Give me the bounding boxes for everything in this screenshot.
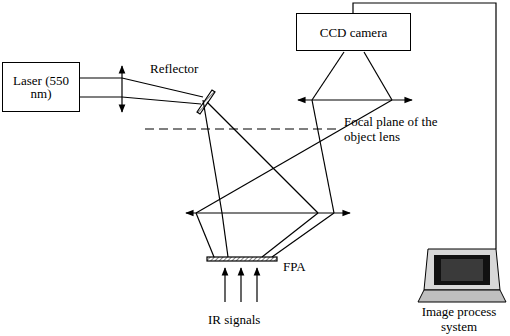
part-label: Reflector — [150, 61, 220, 76]
box-label: CCD camera — [302, 26, 405, 39]
relay-lens — [298, 99, 412, 100]
light-ray — [312, 100, 334, 213]
light-ray — [196, 213, 214, 257]
beam-lens — [121, 66, 122, 112]
light-ray — [207, 102, 318, 213]
light-ray — [272, 213, 334, 257]
camera-box: CCD camera — [296, 13, 411, 51]
fpa-plate — [207, 257, 277, 261]
laser-beam — [122, 78, 203, 97]
part-label: Image process system — [412, 304, 506, 334]
reflector-mirror — [197, 90, 215, 114]
part-label: FPA — [283, 259, 323, 274]
part-label: Focal plane of the object lens — [344, 114, 454, 144]
laser-box: Laser (550 nm) — [2, 62, 80, 112]
laser-beam — [80, 77, 122, 78]
part-label: IR signals — [208, 312, 288, 327]
light-ray — [312, 52, 344, 100]
focal-plane — [145, 128, 336, 129]
ir-arrow — [240, 268, 241, 302]
light-ray — [262, 213, 318, 257]
light-ray — [203, 100, 222, 213]
ir-arrow — [256, 268, 257, 302]
light-ray — [364, 52, 392, 100]
laser-beam — [80, 96, 122, 97]
computer-icon — [418, 249, 506, 302]
light-ray — [222, 213, 228, 257]
ir-arrow — [224, 268, 225, 302]
box-label: Laser (550 nm) — [8, 74, 74, 100]
object-lens — [186, 212, 350, 213]
laser-beam — [122, 97, 201, 104]
